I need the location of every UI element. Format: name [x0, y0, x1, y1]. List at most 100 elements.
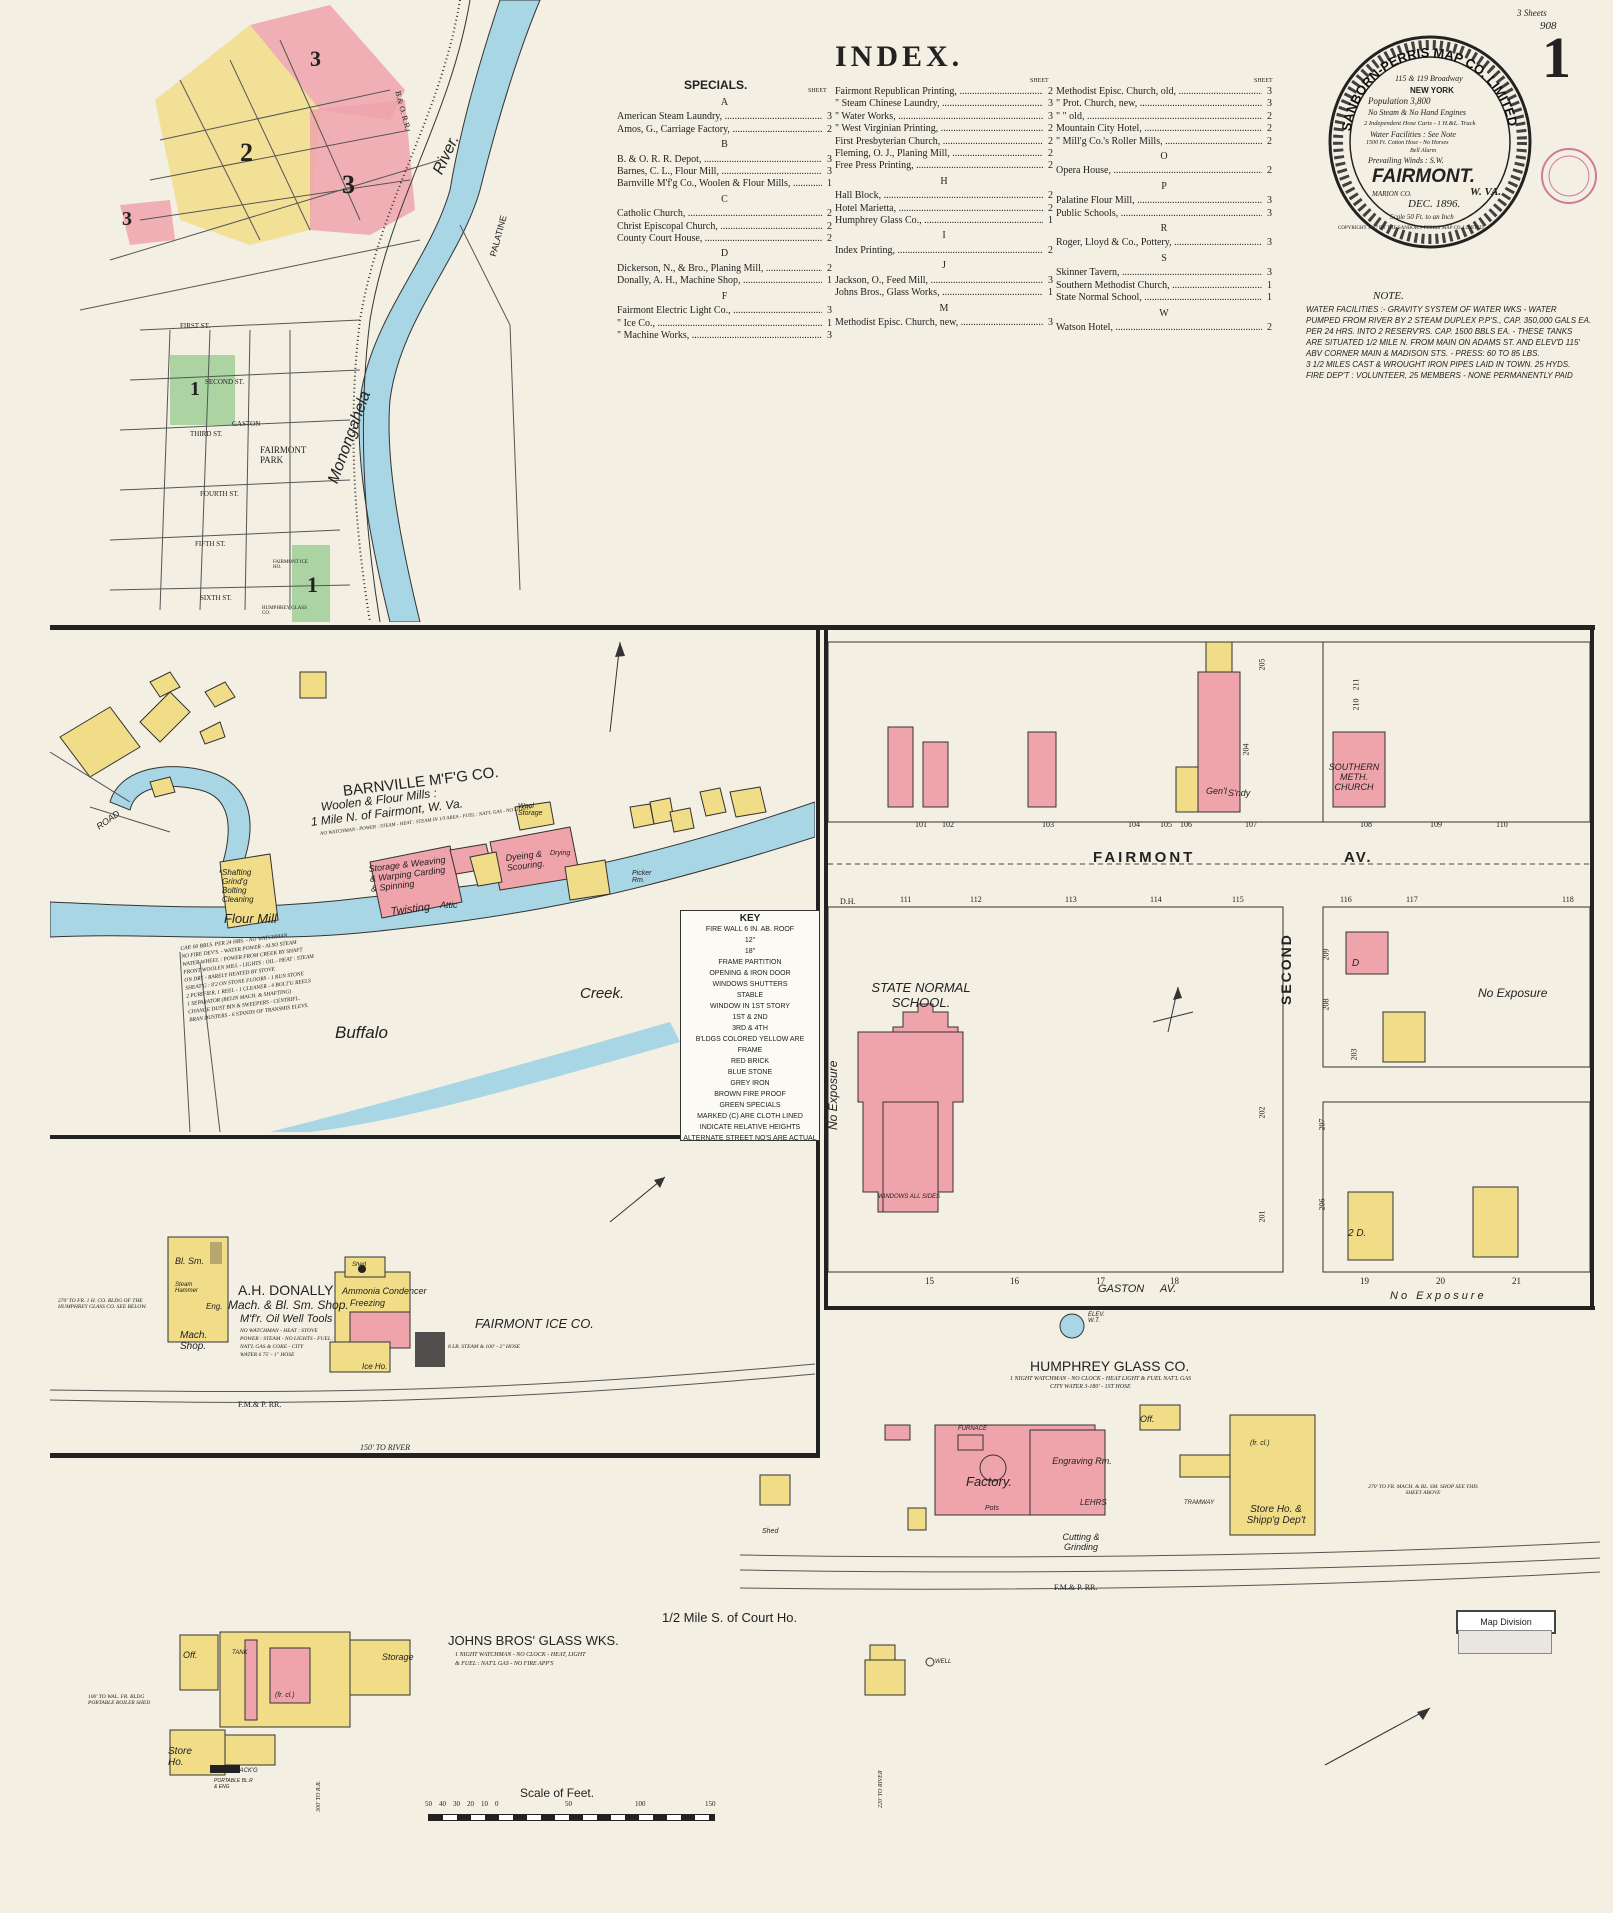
humphrey-address-note: 270' TO FR. MACH. & BL. SM. SHOP SEE THI… [1368, 1484, 1478, 1496]
index-entry: B. & O. R. R. Depot,3 [617, 154, 832, 166]
seal-town: FAIRMONT. [1372, 166, 1476, 187]
donally-title: A.H. DONALLY [238, 1282, 334, 1298]
index-entry-sheet: 2 [1048, 135, 1053, 147]
index-entry-sheet: 3 [1267, 237, 1272, 249]
index-entry: Hall Block,2 [835, 190, 1053, 202]
barnville-creek-label: Creek. [580, 985, 625, 1002]
scale-tick-label: 50 [565, 1800, 572, 1808]
address-number: 204 [1241, 743, 1251, 756]
index-letter: J [942, 260, 946, 272]
index-entry-name: Amos, G., Carriage Factory, [617, 124, 822, 136]
key-row: BROWN FIRE PROOF [714, 1091, 786, 1098]
keymap-sheet-3b: 3 [342, 170, 355, 199]
index-entry-sheet: 1 [827, 275, 832, 287]
index-entry-sheet: 2 [1048, 244, 1053, 256]
ice-freezing: Freezing [350, 1298, 386, 1308]
compass-arrow-icon [1324, 1707, 1431, 1766]
divider-left-bottom [50, 1453, 820, 1458]
index-entry-sheet: 2 [827, 233, 832, 245]
humphrey-tramway: TRAMWAY [1184, 1500, 1215, 1506]
index-entry-name: Fleming, O. J., Planing Mill, [835, 148, 1043, 160]
index-entry-name: " Water Works, [835, 111, 1043, 123]
index-entry: Dickerson, N., & Bro., Planing Mill,2 [617, 263, 832, 275]
index-entry-sheet: 3 [1048, 274, 1053, 286]
ice-condenser: Ammonia Condencer [342, 1286, 427, 1296]
johns-storage: Storage [382, 1652, 414, 1662]
index-column-3: Methodist Episc. Church, old,3" Prot. Ch… [1056, 86, 1272, 334]
index-entry: Free Press Printing,2 [835, 160, 1053, 172]
note-line: FIRE DEP'T : VOLUNTEER, 25 MEMBERS - NON… [1306, 371, 1573, 380]
keymap-street-third: THIRD ST. [190, 430, 223, 438]
index-entry-sheet: 2 [1048, 190, 1053, 202]
scale-tick-label: 30 [453, 1800, 460, 1808]
index-entry-name: Roger, Lloyd & Co., Pottery, [1056, 237, 1262, 249]
key-row: 18" [744, 948, 756, 955]
index-column-2: Fairmont Republican Printing,2" Steam Ch… [835, 86, 1053, 329]
address-number: 18 [1170, 1276, 1179, 1286]
ice-to-river: 150' TO RIVER [360, 1443, 411, 1452]
index-entry: Methodist Episc. Church, new,3 [835, 317, 1053, 329]
index-letter: A [720, 97, 729, 108]
address-number: 208 [1321, 998, 1331, 1011]
index-entry-name: Barnville M'f'g Co., Woolen & Flour Mill… [617, 178, 822, 190]
index-entry-sheet: 3 [827, 329, 832, 341]
address-number: 115 [1232, 895, 1244, 904]
humphrey-shed: Shed [762, 1528, 779, 1535]
keymap-street-first: FIRST ST. [180, 322, 211, 330]
johns-river-note: 220' TO RIVER [878, 1770, 884, 1808]
label-gen: Gen'l [1206, 786, 1227, 796]
index-entry: Fleming, O. J., Planing Mill,2 [835, 148, 1053, 160]
note-body: WATER FACILITIES :- GRAVITY SYSTEM OF WA… [1306, 304, 1596, 381]
address-number: 201 [1257, 1210, 1267, 1223]
johns-notes: 1 NIGHT WATCHMAN - NO CLOCK - HEAT, LIGH… [455, 1652, 586, 1658]
index-entry-sheet: 1 [827, 178, 832, 190]
donally-address-note: 270' TO FR. 1 H. CO. BLDG OF THE HUMPHRE… [58, 1298, 147, 1310]
index-letter: D [720, 248, 729, 260]
index-entry-sheet: 3 [1267, 98, 1272, 110]
sheet-col-label-3: SHEET [1254, 78, 1273, 84]
index-letter: P [1161, 180, 1167, 192]
label-dh: D.H. [840, 897, 856, 906]
key-row: 12" [744, 937, 756, 944]
index-entry-sheet: 2 [1048, 123, 1053, 135]
seal-scale: Scale 50 Ft. to an Inch [1390, 213, 1454, 221]
index-entry-sheet: 3 [1048, 110, 1053, 122]
keymap-sheet-2: 2 [240, 138, 253, 167]
index-entry-name: Watson Hotel, [1056, 322, 1262, 334]
index-entry-sheet: 3 [827, 166, 832, 178]
address-number: 16 [1010, 1276, 1019, 1286]
address-number: 104 [1128, 820, 1140, 829]
index-entry-name: First Presbyterian Church, [835, 136, 1043, 148]
key-row: 3RD & 4TH [732, 1025, 768, 1032]
address-number: 202 [1257, 1106, 1267, 1119]
index-entry-sheet: 2 [827, 208, 832, 220]
keymap-glass-co: HUMPHREY GLASS CO. [262, 606, 307, 616]
johns-title: JOHNS BROS' GLASS WKS. [448, 1633, 619, 1648]
key-row: 1ST & 2ND [732, 1014, 768, 1021]
index-entry-name: American Steam Laundry, [617, 111, 822, 123]
note-line: 3 1/2 MILES CAST & WROUGHT IRON PIPES LA… [1306, 360, 1571, 369]
half-mile-label: 1/2 Mile S. of Court Ho. [662, 1610, 798, 1625]
johns-tank: TANK [232, 1650, 248, 1656]
johns-notes-2: & FUEL : NAT'L GAS - NO FIRE APP'S [455, 1661, 554, 1667]
index-entry: " Steam Chinese Laundry,3 [835, 98, 1053, 110]
avenue-fairmont: FAIRMONT [1093, 849, 1196, 866]
barnville-shafting-label: Shafting Grind'g Bolting Cleaning [222, 868, 254, 904]
key-row: WINDOW IN 1ST STORY [709, 1003, 791, 1010]
index-entry-sheet: 3 [1267, 207, 1272, 219]
index-letter: I [942, 230, 946, 242]
scale-tick-label: 20 [467, 1800, 474, 1808]
donally-mach: Mach. Shop. [180, 1330, 208, 1352]
index-entry-sheet: 2 [827, 123, 832, 135]
johns-store: Store Ho. [168, 1746, 192, 1768]
index-entry: " Water Works, 3 [835, 111, 1053, 123]
donally-steam: Steam Hammer [175, 1282, 199, 1294]
index-entry: American Steam Laundry,3 [617, 111, 832, 123]
key-row: B'LDGS COLORED YELLOW ARE FRAME [695, 1036, 805, 1054]
sheet-col-label-1: SHEET [808, 88, 827, 94]
humphrey-lehrs: LEHRS [1080, 1498, 1107, 1507]
index-entry-name: " West Virginian Printing, [835, 123, 1043, 135]
